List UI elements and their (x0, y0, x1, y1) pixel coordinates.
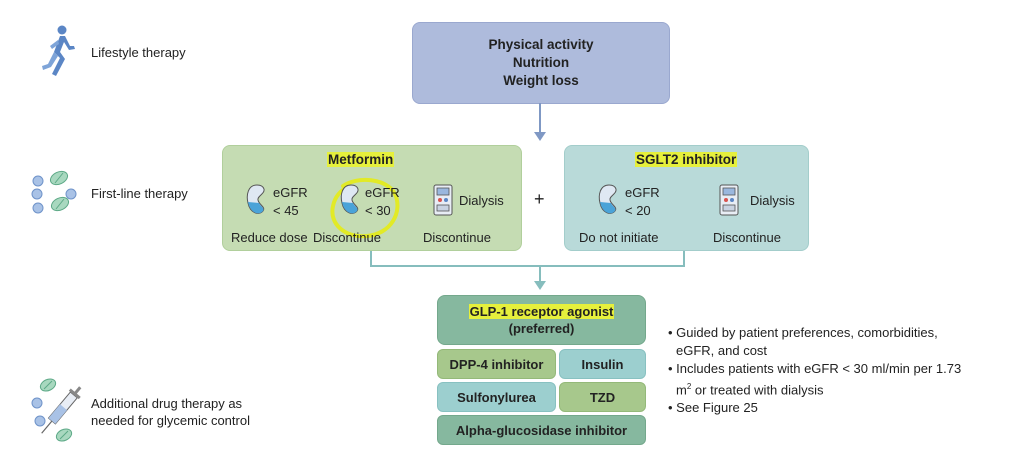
sglt2-action: Do not initiate (579, 230, 659, 245)
row-label-lifestyle: Lifestyle therapy (91, 45, 186, 60)
sglt2-title: SGLT2 inhibitor (635, 152, 738, 167)
row-label-additional: Additional drug therapy as needed for gl… (91, 396, 250, 428)
egfr-threshold: < 45 (273, 203, 299, 218)
insulin-box: Insulin (559, 349, 646, 379)
lifestyle-item: Nutrition (512, 55, 570, 70)
dialysis-label: Dialysis (750, 193, 795, 208)
egfr-label: eGFR (625, 185, 660, 200)
note-text: or treated with dialysis (691, 382, 824, 398)
egfr-threshold: < 20 (625, 203, 651, 218)
egfr-label: eGFR (365, 185, 400, 200)
alpha-glucosidase-box: Alpha-glucosidase inhibitor (437, 415, 646, 445)
glp1-box: GLP-1 receptor agonist (preferred) (437, 295, 646, 345)
dialysis-label: Dialysis (459, 193, 504, 208)
dialysis-machine-icon (719, 184, 739, 216)
runner-icon (42, 25, 75, 76)
sulfonylurea-box: Sulfonylurea (437, 382, 556, 412)
sglt2-action: Discontinue (713, 230, 781, 245)
sglt2-box: SGLT2 inhibitor eGFR < 20 Do not initiat… (564, 145, 809, 251)
lifestyle-box: Physical activity Nutrition Weight loss (412, 22, 670, 104)
egfr-threshold: < 30 (365, 203, 391, 218)
metformin-action: Reduce dose (231, 230, 308, 245)
glp1-title: GLP-1 receptor agonist (468, 304, 615, 319)
metformin-title: Metformin (327, 152, 395, 167)
note-item: • Includes patients with eGFR < 30 ml/mi… (668, 360, 976, 399)
note-text: • Includes patients with eGFR < 30 ml/mi… (668, 361, 962, 398)
highlight-circle-icon (330, 177, 400, 239)
kidney-icon (340, 184, 359, 214)
note-item: • See Figure 25 (668, 400, 758, 416)
notes-list: • Guided by patient preferences, comorbi… (668, 324, 976, 417)
metformin-box: Metformin eGFR < 45 Reduce dose eGFR < 3… (222, 145, 522, 251)
glp1-preferred: (preferred) (508, 321, 575, 336)
tzd-box: TZD (559, 382, 646, 412)
kidney-icon (598, 184, 617, 214)
pills-icon (31, 170, 77, 214)
row-label-first-line: First-line therapy (91, 186, 188, 201)
dpp4-box: DPP-4 inhibitor (437, 349, 556, 379)
lifestyle-item: Weight loss (503, 73, 579, 88)
metformin-action: Discontinue (313, 230, 381, 245)
egfr-label: eGFR (273, 185, 308, 200)
metformin-action: Discontinue (423, 230, 491, 245)
plus-sign: + (534, 189, 545, 209)
dialysis-machine-icon (433, 184, 453, 216)
syringe-pills-icon (31, 378, 82, 442)
lifestyle-item: Physical activity (488, 37, 594, 52)
note-item: • Guided by patient preferences, comorbi… (668, 325, 938, 358)
kidney-icon (246, 184, 265, 214)
note-superscript: 2 (686, 382, 692, 391)
